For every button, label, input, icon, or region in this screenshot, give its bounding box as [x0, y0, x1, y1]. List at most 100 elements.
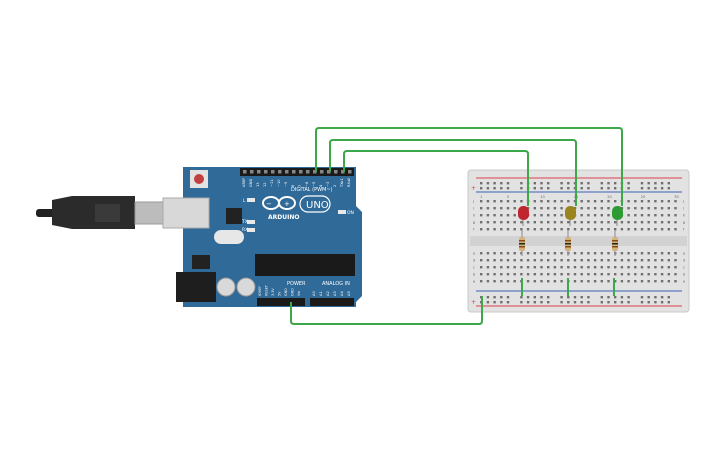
rail-hole[interactable] [493, 301, 496, 304]
terminal-hole[interactable] [533, 266, 536, 269]
terminal-hole[interactable] [533, 207, 536, 210]
terminal-hole[interactable] [540, 207, 543, 210]
terminal-hole[interactable] [567, 200, 570, 203]
wire-gnd-to-rail[interactable] [290, 296, 483, 325]
terminal-hole[interactable] [640, 280, 644, 283]
terminal-hole[interactable] [480, 252, 483, 255]
terminal-hole[interactable] [640, 228, 644, 231]
terminal-hole[interactable] [667, 252, 670, 255]
rail-hole[interactable] [540, 187, 543, 190]
terminal-hole[interactable] [620, 266, 624, 269]
terminal-hole[interactable] [486, 273, 490, 276]
terminal-hole[interactable] [660, 200, 664, 203]
terminal-hole[interactable] [533, 200, 536, 203]
terminal-hole[interactable] [547, 252, 550, 255]
terminal-hole[interactable] [660, 207, 664, 210]
terminal-hole[interactable] [634, 228, 637, 231]
terminal-hole[interactable] [500, 200, 503, 203]
terminal-hole[interactable] [526, 273, 530, 276]
rail-hole[interactable] [667, 182, 670, 185]
rail-hole[interactable] [620, 301, 624, 304]
terminal-hole[interactable] [607, 200, 610, 203]
terminal-hole[interactable] [620, 228, 624, 231]
terminal-hole[interactable] [593, 252, 597, 255]
rail-hole[interactable] [627, 296, 630, 299]
terminal-hole[interactable] [506, 214, 510, 217]
rail-hole[interactable] [607, 182, 610, 185]
terminal-hole[interactable] [634, 252, 637, 255]
terminal-hole[interactable] [627, 221, 630, 224]
rail-hole[interactable] [614, 182, 617, 185]
terminal-hole[interactable] [634, 214, 637, 217]
terminal-hole[interactable] [540, 221, 543, 224]
terminal-hole[interactable] [674, 207, 677, 210]
terminal-hole[interactable] [480, 221, 483, 224]
terminal-hole[interactable] [506, 280, 510, 283]
terminal-hole[interactable] [634, 273, 637, 276]
rail-hole[interactable] [573, 296, 577, 299]
terminal-hole[interactable] [526, 221, 530, 224]
terminal-hole[interactable] [520, 259, 523, 262]
terminal-hole[interactable] [614, 280, 617, 283]
rail-hole[interactable] [654, 187, 657, 190]
terminal-hole[interactable] [600, 228, 603, 231]
terminal-hole[interactable] [506, 252, 510, 255]
terminal-hole[interactable] [540, 273, 543, 276]
terminal-hole[interactable] [580, 214, 583, 217]
terminal-hole[interactable] [500, 259, 503, 262]
resistor-yellow[interactable] [565, 230, 571, 256]
terminal-hole[interactable] [634, 266, 637, 269]
terminal-hole[interactable] [540, 252, 543, 255]
rail-hole[interactable] [533, 187, 536, 190]
rail-hole[interactable] [486, 182, 490, 185]
terminal-hole[interactable] [654, 228, 657, 231]
terminal-hole[interactable] [480, 200, 483, 203]
terminal-hole[interactable] [587, 214, 590, 217]
terminal-hole[interactable] [486, 266, 490, 269]
rail-hole[interactable] [580, 301, 583, 304]
terminal-hole[interactable] [647, 273, 650, 276]
terminal-hole[interactable] [587, 259, 590, 262]
terminal-hole[interactable] [614, 273, 617, 276]
terminal-hole[interactable] [607, 252, 610, 255]
terminal-hole[interactable] [500, 228, 503, 231]
rail-hole[interactable] [660, 301, 664, 304]
terminal-hole[interactable] [560, 273, 563, 276]
rail-hole[interactable] [607, 301, 610, 304]
terminal-hole[interactable] [553, 252, 557, 255]
rail-hole[interactable] [540, 301, 543, 304]
terminal-hole[interactable] [493, 259, 496, 262]
terminal-hole[interactable] [593, 266, 597, 269]
terminal-hole[interactable] [587, 252, 590, 255]
terminal-hole[interactable] [580, 273, 583, 276]
terminal-hole[interactable] [567, 259, 570, 262]
terminal-hole[interactable] [627, 259, 630, 262]
terminal-hole[interactable] [580, 221, 583, 224]
terminal-hole[interactable] [640, 273, 644, 276]
terminal-hole[interactable] [547, 221, 550, 224]
digital-pin-hole[interactable] [250, 170, 254, 174]
terminal-hole[interactable] [654, 207, 657, 210]
terminal-hole[interactable] [647, 221, 650, 224]
terminal-hole[interactable] [674, 273, 677, 276]
terminal-hole[interactable] [560, 214, 563, 217]
rail-hole[interactable] [667, 296, 670, 299]
rail-hole[interactable] [600, 296, 603, 299]
terminal-hole[interactable] [627, 228, 630, 231]
terminal-hole[interactable] [654, 259, 657, 262]
terminal-hole[interactable] [540, 280, 543, 283]
terminal-hole[interactable] [667, 259, 670, 262]
terminal-hole[interactable] [573, 273, 577, 276]
terminal-hole[interactable] [480, 280, 483, 283]
terminal-hole[interactable] [667, 207, 670, 210]
rail-hole[interactable] [660, 182, 664, 185]
terminal-hole[interactable] [674, 252, 677, 255]
terminal-hole[interactable] [600, 280, 603, 283]
terminal-hole[interactable] [593, 280, 597, 283]
terminal-hole[interactable] [513, 214, 516, 217]
terminal-hole[interactable] [593, 259, 597, 262]
terminal-hole[interactable] [553, 207, 557, 210]
rail-hole[interactable] [500, 182, 503, 185]
rail-hole[interactable] [493, 296, 496, 299]
